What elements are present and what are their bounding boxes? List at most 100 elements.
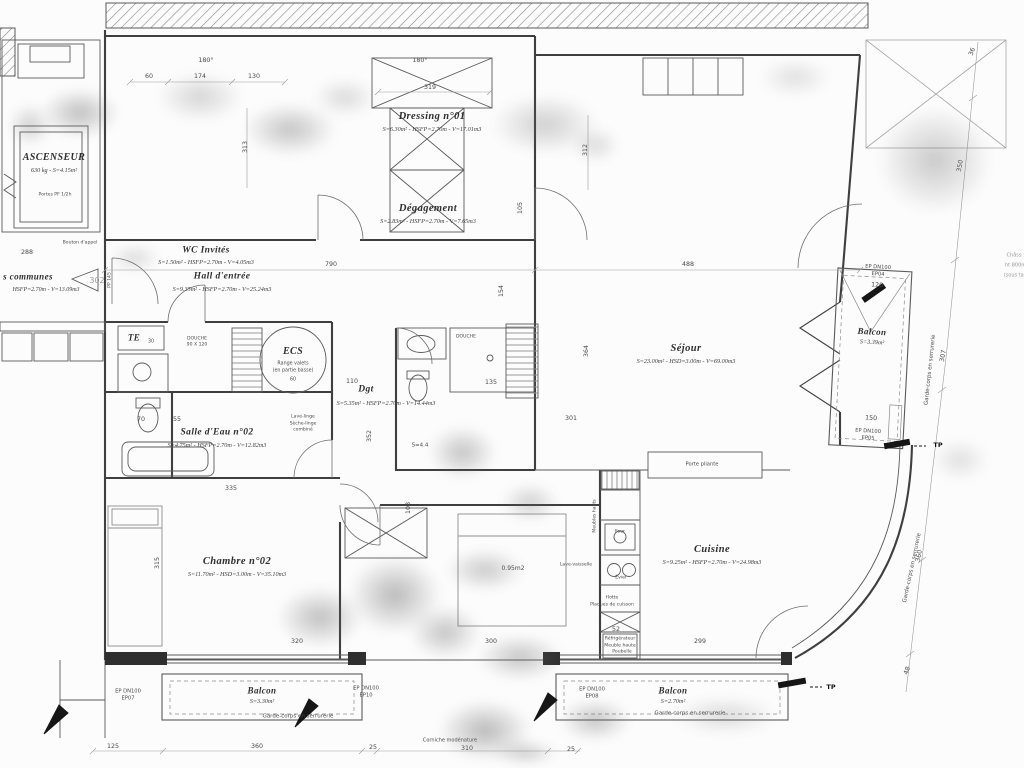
room-label: Balcon <box>658 685 688 696</box>
dimension-label: 110 <box>345 377 359 385</box>
annotation-label: Sèche-linge <box>289 421 317 427</box>
annotation-label: Garde-corps en serrurerie <box>262 713 334 720</box>
dimension-label: 307 <box>938 349 948 363</box>
tp-marker-right <box>883 438 926 450</box>
dimension-label: 319 <box>423 83 437 91</box>
dimension-label: 70 <box>136 415 146 423</box>
annotation-label: Garde-corps en serrurerie <box>923 334 937 406</box>
room-label: Balcon <box>857 325 887 338</box>
room-label: Chambre n°02 <box>202 555 272 567</box>
room-stats: S=11.70m² - HSD=3.00m - V=35.10m3 <box>187 570 287 578</box>
dimension-label: 25 <box>368 743 378 751</box>
annotation-label: Four <box>614 529 626 535</box>
dimension-label: 315 <box>153 556 161 570</box>
annotation-label: Châss <box>1006 252 1022 259</box>
balconies-bottom <box>161 673 789 721</box>
ep-label: EP05 <box>861 435 875 442</box>
room-label: WC Invités <box>182 245 230 256</box>
furniture <box>107 505 567 647</box>
annotation-label: TE <box>127 332 141 343</box>
dimension-label: 320 <box>290 637 304 645</box>
annotation-label: Porte pliante <box>685 461 719 468</box>
dimension-label: 300 <box>484 637 498 645</box>
room-stats: S=9.35m² - HSFP=2.70m - V=25.24m3 <box>172 285 272 293</box>
room-label: Séjour <box>670 342 702 354</box>
dimension-label: 130 <box>247 72 261 80</box>
dimension-label: 180° <box>412 56 428 64</box>
ep-label: EP07 <box>121 695 135 702</box>
ep04-marker-icon <box>861 282 887 303</box>
dimension-label: 174 <box>193 72 207 80</box>
dimension-label: 154 <box>497 284 505 298</box>
dimension-label: 135 <box>484 378 498 386</box>
annotation-label: (en partie basse) <box>272 368 314 374</box>
dimension-label: 313 <box>241 140 249 154</box>
dimension-label: 52 <box>611 625 621 633</box>
ep-label: EP DN100 <box>579 686 605 693</box>
room-label: Balcon <box>247 685 277 696</box>
dimension-label: 364 <box>582 344 590 358</box>
annotation-label: PP 145 <box>107 272 113 288</box>
room-label: ASCENSEUR <box>22 152 86 163</box>
annotation-label: Hotte <box>605 595 619 601</box>
tp-marker-bottom <box>777 677 822 689</box>
dimension-label: 55 <box>172 415 182 423</box>
dimension-label: 360 <box>250 742 264 750</box>
ep-label: EP10 <box>359 692 373 699</box>
room-label: Salle d'Eau n°02 <box>180 427 254 438</box>
tp-label: TP <box>933 440 943 449</box>
annotation-label: ht 800mm <box>1004 262 1024 269</box>
ep-label: EP DN100 <box>854 427 882 436</box>
dimension-label: 350 <box>955 159 965 173</box>
room-stats: S=3.30m² <box>249 697 275 705</box>
annotation-label: DOUCHE <box>186 336 208 342</box>
annotation-label: Réfrigérateur <box>604 636 636 642</box>
annotation-label: s communes <box>3 271 53 282</box>
room-label: Hall d'entrée <box>193 271 251 282</box>
tp-bar-icon <box>883 438 911 450</box>
annotation-label: 60 <box>289 377 297 383</box>
walls <box>103 30 914 660</box>
annotation-label: 30 <box>147 339 155 345</box>
dimension-label: 108 <box>404 501 412 515</box>
tp-label: TP <box>826 682 836 691</box>
annotation-label: Meubles hauts <box>592 499 598 533</box>
dimension-lines <box>89 41 979 755</box>
room-stats: S=2.70m² <box>660 697 686 705</box>
ep-label: EP DN100 <box>115 688 141 695</box>
room-stats: 630 kg - S=4.15m² <box>30 166 78 174</box>
annotation-label: (sous tablette) <box>1003 272 1024 279</box>
dimension-label: 120 <box>870 281 884 290</box>
annotation-label: Meuble haute <box>604 643 636 649</box>
dimension-label: 352 <box>365 429 373 443</box>
door-arcs <box>111 187 863 659</box>
elevator-shaft <box>0 39 106 738</box>
annotation-label: 0.95m2 <box>501 565 525 572</box>
dimension-label: 790 <box>324 260 338 268</box>
dimension-label: 25 <box>566 745 576 753</box>
annotation-label: 90 X 120 <box>186 342 208 348</box>
annotation-label: Évier <box>615 575 627 581</box>
thin-lines <box>105 57 901 664</box>
tp-bar-icon <box>777 677 807 689</box>
ep-label: EP DN100 <box>353 685 379 692</box>
annotation-label: HSFP=2.70m - V=13.09m3 <box>12 287 80 293</box>
terrace-panel <box>865 39 1007 149</box>
ep-label: EP DN100 <box>864 263 892 272</box>
room-stats: S=4.75m² - HSFP=2.70m - V=12.82m3 <box>167 441 267 449</box>
dimension-label: 36 <box>967 46 978 57</box>
room-stats: S=9.25m² - HSFP=2.70m - V=24.98m3 <box>662 558 762 566</box>
dimension-label: 310 <box>460 744 474 752</box>
annotation-label: combiné <box>293 427 313 433</box>
annotation-label: Range valets <box>277 361 309 367</box>
ep-arrows <box>43 692 558 735</box>
facade-piers <box>105 652 792 665</box>
room-stats: S=6.30m² - HSFP=2.70m - V=17.01m3 <box>382 125 482 133</box>
annotation-label: ECS <box>282 346 304 357</box>
annotation-label: Poubelle <box>612 649 632 655</box>
ep-label: EP08 <box>585 693 599 700</box>
dimension-label: 150 <box>864 414 878 423</box>
